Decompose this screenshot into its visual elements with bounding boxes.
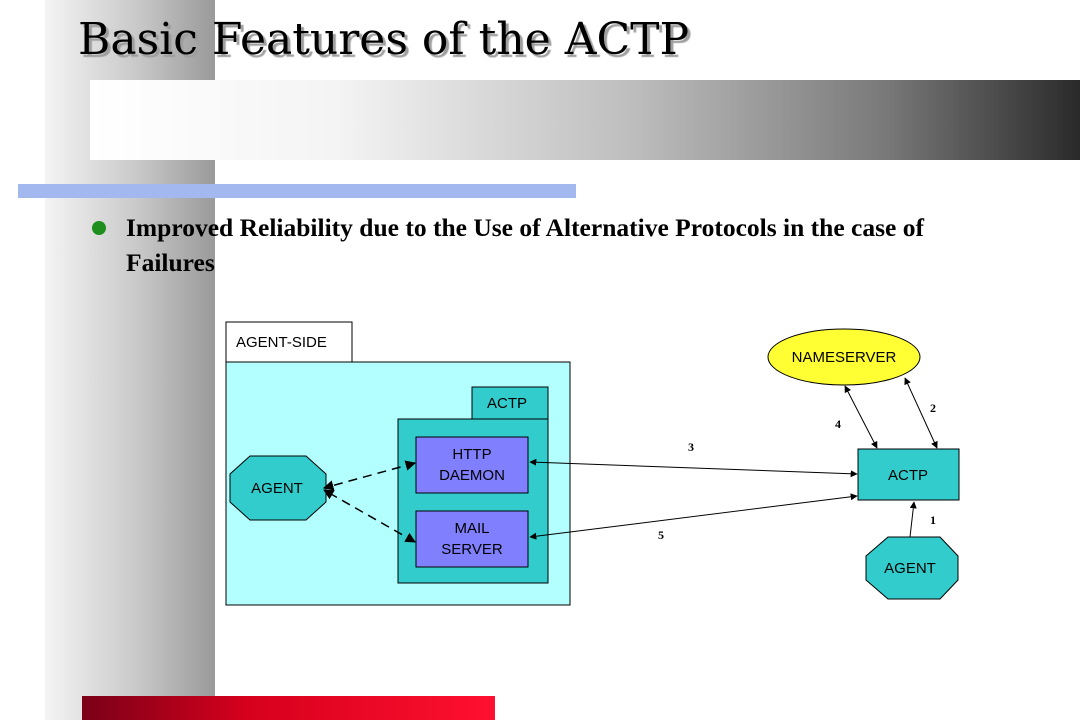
arrow-3: [529, 458, 858, 478]
arrow-label-1: 1: [930, 513, 936, 527]
agent-side-tab: [225, 321, 353, 363]
arrow-5: [529, 493, 858, 540]
actp-tab: [471, 386, 549, 420]
agent-to-mail-arrow: [323, 489, 416, 543]
actp-tab-label: ACTP: [487, 395, 527, 412]
mail-server-box: [415, 510, 529, 568]
arrow-label-4: 4: [835, 417, 841, 431]
http-daemon-box: [415, 436, 529, 494]
mail-server-label-line2: SERVER: [441, 541, 503, 558]
agent-left-node: [229, 455, 327, 521]
arrow-2: [904, 377, 938, 449]
slide-title: Basic Features of the ACTP: [78, 14, 690, 65]
agent-side-label: AGENT-SIDE: [236, 334, 327, 351]
agent-to-http-arrow: [322, 460, 417, 491]
actp-right-label: ACTP: [888, 467, 928, 484]
agent-left-label: AGENT: [251, 480, 303, 497]
mail-server-label-line1: MAIL: [454, 520, 489, 537]
nameserver-node: [767, 328, 921, 386]
bullet-dot-icon: [92, 221, 106, 235]
arrow-1: [909, 501, 917, 538]
title-gradient-band: [90, 80, 1080, 160]
nameserver-label: NAMESERVER: [792, 349, 897, 366]
http-daemon-label-line2: DAEMON: [439, 467, 505, 484]
agent-right-node: [865, 536, 959, 600]
arrow-label-3: 3: [688, 440, 694, 454]
blue-accent-bar: [18, 184, 576, 198]
agent-right-label: AGENT: [884, 560, 936, 577]
arrow-label-5: 5: [658, 528, 664, 542]
bullet-text: Improved Reliability due to the Use of A…: [126, 213, 924, 277]
actp-right-box: [857, 448, 960, 501]
red-accent-bar: [82, 696, 495, 720]
arrow-label-2: 2: [930, 401, 936, 415]
arrow-4: [844, 385, 878, 449]
http-daemon-label-line1: HTTP: [452, 446, 491, 463]
